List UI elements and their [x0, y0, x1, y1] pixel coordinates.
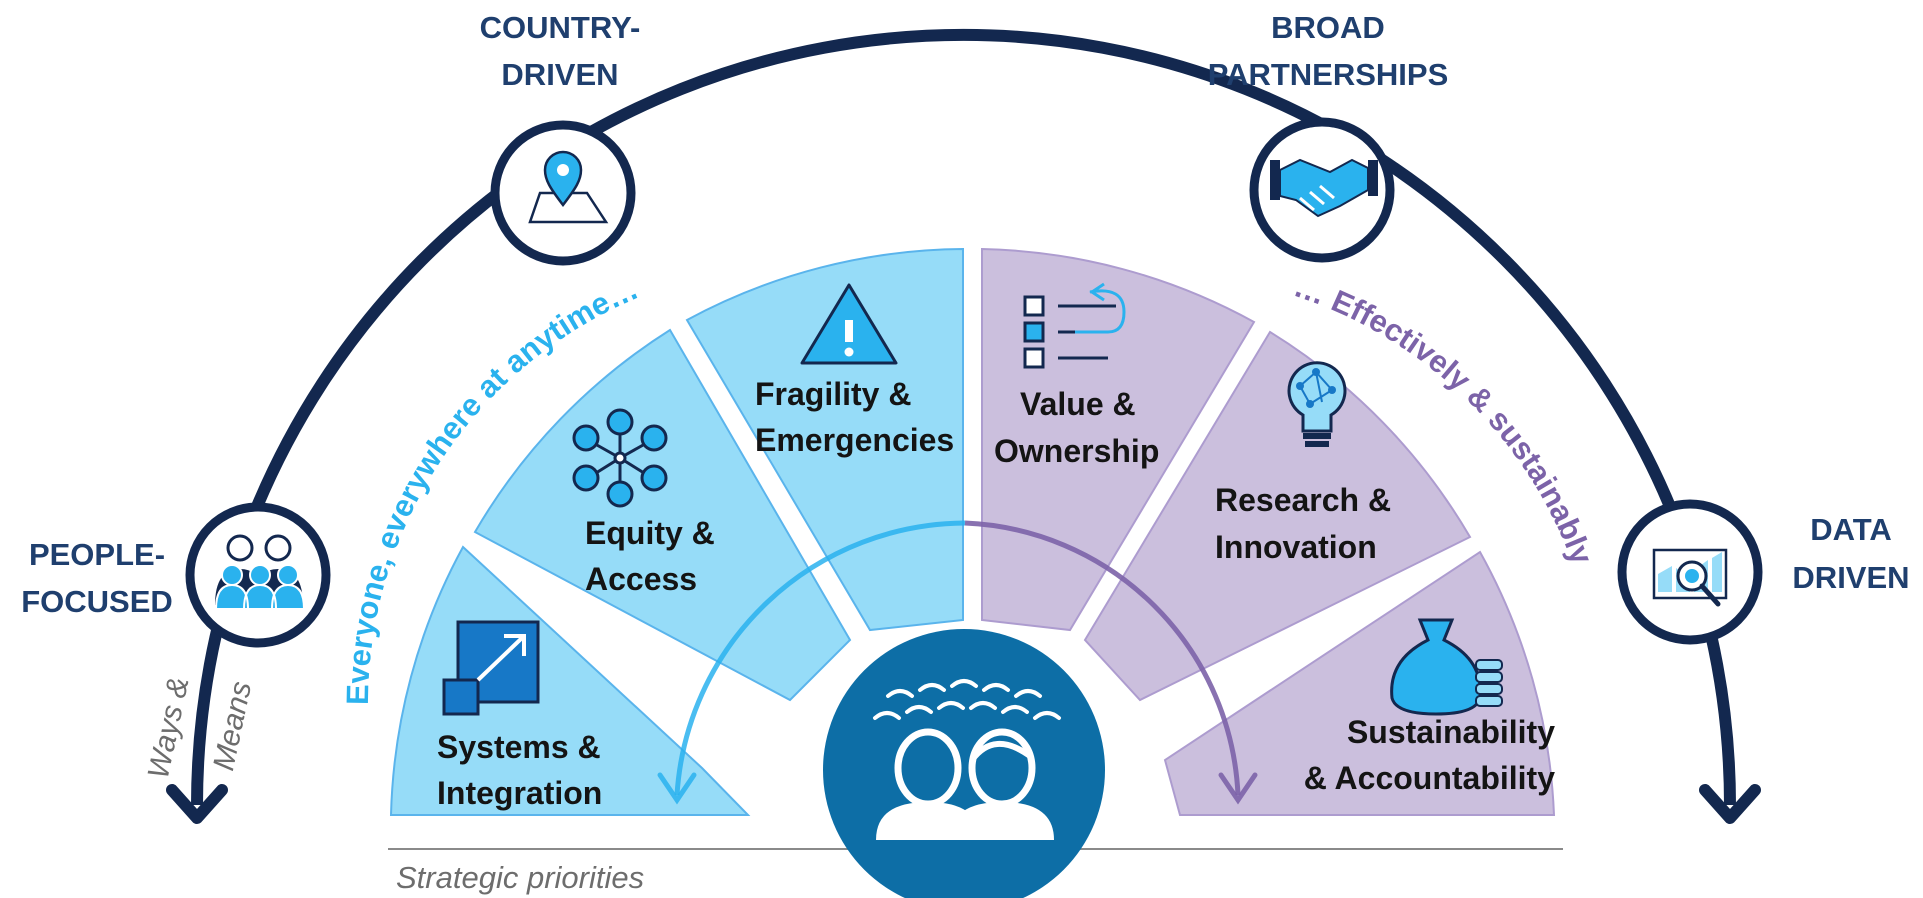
priority-fragility-line2: Emergencies [755, 422, 954, 458]
data-chart-icon [1652, 548, 1728, 607]
map-pin-icon [528, 150, 609, 224]
principle-node-partnerships [1249, 117, 1395, 263]
ways-means-line1: Ways & [142, 674, 196, 781]
principle-data-line2: DRIVEN [1792, 560, 1909, 595]
priority-systems-line1: Systems & [437, 729, 601, 765]
principle-node-people [185, 502, 331, 648]
sector-equity [473, 328, 852, 702]
priority-fragility-line1: Fragility & [755, 376, 911, 412]
principle-partnerships-line1: BROAD [1271, 10, 1385, 45]
priority-value-line1: Value & [1020, 386, 1136, 422]
principle-country-line1: COUNTRY- [480, 10, 641, 45]
handshake-icon [1270, 158, 1378, 218]
ways-means-line2: Means [207, 679, 258, 774]
principle-label-partnerships: BROAD PARTNERSHIPS [1208, 10, 1449, 92]
priority-research-line2: Innovation [1215, 529, 1377, 565]
principle-label-data: DATA DRIVEN [1792, 512, 1909, 595]
outer-arc [191, 28, 1736, 806]
inner-arrow-purple [964, 520, 1241, 796]
principle-node-country [490, 120, 636, 266]
priority-value-line2: Ownership [994, 433, 1159, 469]
principle-node-data [1617, 499, 1763, 645]
principle-people-line2: FOCUSED [21, 584, 173, 619]
priority-equity-line1: Equity & [585, 515, 715, 551]
priority-research-line1: Research & [1215, 482, 1391, 518]
principle-label-people: PEOPLE- FOCUSED [21, 537, 173, 619]
right-arrow-head [1699, 784, 1761, 824]
inner-arrow-blue [674, 520, 966, 796]
network-people-icon [572, 408, 668, 508]
inner-arrow-purple-head [1218, 772, 1258, 805]
center-people-circle [823, 629, 1105, 898]
lightbulb-icon [1287, 361, 1347, 447]
principle-people-line1: PEOPLE- [29, 537, 165, 572]
inner-arrow-blue-head [657, 772, 697, 805]
priority-sustainability-line2: & Accountability [1304, 760, 1555, 796]
sector-sustainability [1163, 550, 1556, 816]
principle-country-line2: DRIVEN [501, 57, 618, 92]
money-bag-icon [1390, 618, 1503, 716]
sector-systems [389, 545, 751, 816]
priority-sustainability-line1: Sustainability [1347, 714, 1555, 750]
strategic-priorities-label: Strategic priorities [396, 860, 644, 895]
crowd-icon [873, 679, 1061, 720]
integration-icon [442, 620, 540, 716]
warning-icon [800, 283, 898, 365]
principle-data-line1: DATA [1810, 512, 1892, 547]
left-arrow-head [166, 784, 228, 824]
priority-systems-line2: Integration [437, 775, 602, 811]
sector-fragility [685, 247, 964, 632]
sector-value [981, 247, 1256, 632]
sector-research [1083, 330, 1472, 702]
people-group-icon [214, 534, 306, 610]
principle-label-country: COUNTRY- DRIVEN [480, 10, 641, 92]
two-people-icon [876, 728, 1054, 840]
checklist-icon [1023, 282, 1126, 369]
priority-equity-line2: Access [585, 561, 697, 597]
principle-partnerships-line2: PARTNERSHIPS [1208, 57, 1449, 92]
